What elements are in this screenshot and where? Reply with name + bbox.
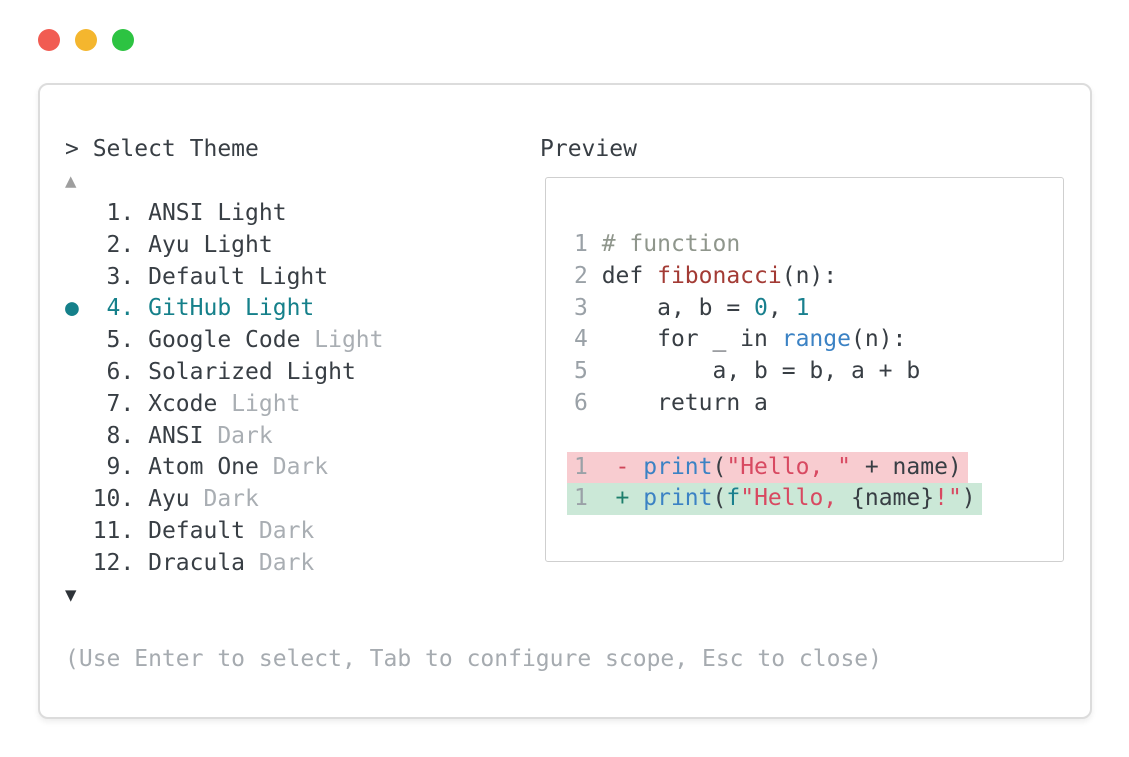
theme-list-item[interactable]: 9. Atom One Dark: [65, 454, 329, 481]
code-line: 4 for _ in range(n):: [574, 326, 907, 353]
code-line: 2 def fibonacci(n):: [574, 262, 838, 289]
theme-list-item[interactable]: 11. Default Dark: [65, 517, 315, 544]
theme-list-item[interactable]: 1. ANSI Light: [65, 200, 287, 226]
close-button[interactable]: [38, 29, 60, 51]
preview-title: Preview: [540, 136, 637, 162]
theme-list-item[interactable]: 10. Ayu Dark: [65, 486, 259, 513]
footer-hint: (Use Enter to select, Tab to configure s…: [65, 646, 882, 672]
code-line: [574, 420, 982, 452]
theme-list-item[interactable]: 3. Default Light: [65, 263, 329, 290]
code-line: 3 a, b = 0, 1: [574, 294, 810, 321]
code-line: 1 + print(f"Hello, {name}!"): [567, 483, 982, 516]
code-line: 1 - print("Hello, " + name): [567, 451, 982, 484]
theme-picker-dialog: > Select Theme ▲ 1. ANSI Light 2. Ayu Li…: [38, 83, 1092, 719]
theme-list-item[interactable]: 12. Dracula Dark: [65, 549, 315, 576]
theme-list-item[interactable]: 5. Google Code Light: [65, 327, 384, 354]
code-line: 6 return a: [574, 389, 768, 416]
theme-list-item[interactable]: 2. Ayu Light: [65, 231, 273, 258]
code-line: 1 # function: [574, 231, 741, 257]
theme-list-item[interactable]: 6. Solarized Light: [65, 358, 356, 385]
code-lines: 1 # function 2 def fibonacci(n): 3 a, b = …: [567, 229, 982, 516]
preview-pane: 1 # function 2 def fibonacci(n): 3 a, b = …: [545, 177, 1064, 562]
minimize-button[interactable]: [75, 29, 97, 51]
zoom-button[interactable]: [112, 29, 134, 51]
theme-list-item[interactable]: 7. Xcode Light: [65, 390, 301, 417]
theme-picker-prompt: > Select Theme: [65, 136, 259, 162]
scroll-down-icon[interactable]: ▼: [65, 584, 77, 606]
scroll-up-icon[interactable]: ▲: [65, 170, 77, 192]
theme-list-item[interactable]: 8. ANSI Dark: [65, 422, 273, 449]
code-line: 5 a, b = b, a + b: [574, 358, 921, 385]
theme-list: 1. ANSI Light 2. Ayu Light 3. Default Li…: [65, 198, 384, 580]
theme-list-item[interactable]: ● 4. GitHub Light: [65, 295, 315, 322]
window-controls: [38, 29, 134, 51]
